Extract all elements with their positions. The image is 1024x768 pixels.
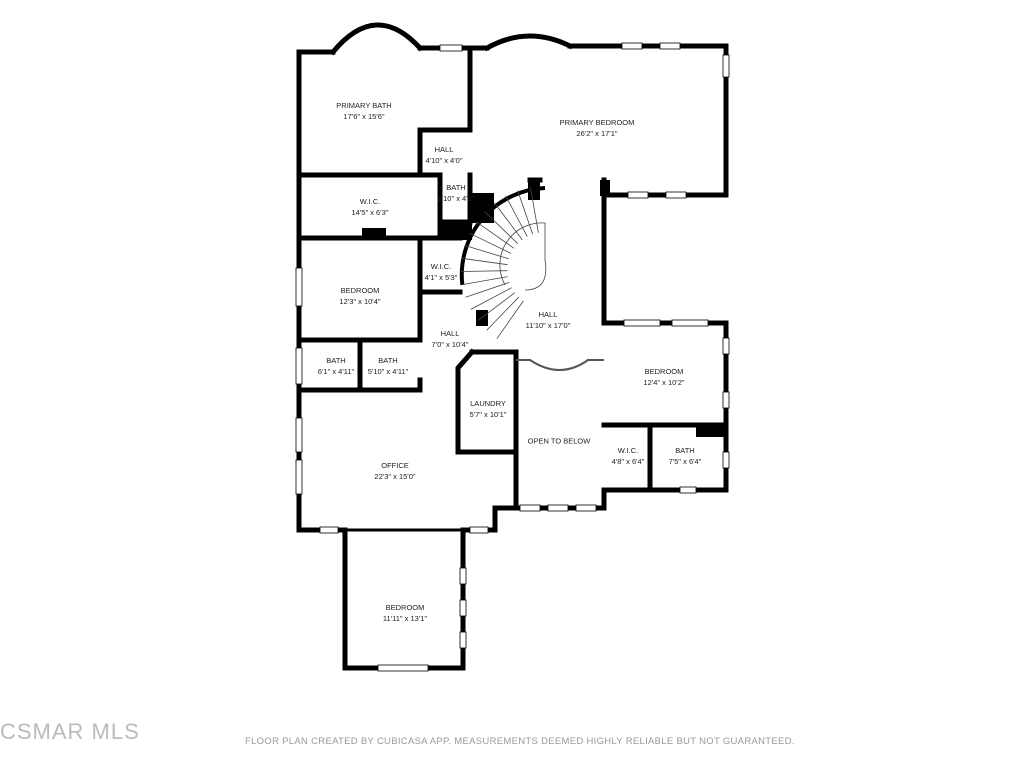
- room-size: 12'4" x 10'2": [643, 378, 685, 387]
- spiral-staircase: [459, 186, 547, 340]
- room-name: BATH: [446, 183, 466, 192]
- room-size: 11'10" x 17'0": [525, 321, 571, 330]
- stair-tread: [470, 287, 512, 310]
- room-name: LAUNDRY: [470, 399, 506, 408]
- room-label: W.I.C. 14'5" x 6'3": [352, 196, 389, 218]
- room-label: BEDROOM 11'11" x 13'1": [383, 602, 427, 624]
- room-label: PRIMARY BEDROOM 26'2" x 17'1": [560, 117, 635, 139]
- room-name: W.I.C.: [430, 262, 452, 271]
- stair-tread: [469, 232, 512, 254]
- room-label: BEDROOM 12'3" x 10'4": [339, 285, 380, 307]
- room-label: BATH 7'5" x 6'4": [669, 445, 702, 467]
- stair-tread: [505, 195, 528, 237]
- room-size: 26'2" x 17'1": [576, 129, 618, 138]
- room-size: 17'6" x 15'6": [343, 112, 385, 121]
- room-name: OPEN TO BELOW: [527, 436, 591, 446]
- room-label: BEDROOM 12'4" x 10'2": [643, 366, 684, 388]
- room-name: BEDROOM: [644, 367, 684, 376]
- room-name: W.I.C.: [617, 446, 639, 455]
- room-name: HALL: [538, 310, 558, 319]
- room-size: 11'11" x 13'1": [382, 614, 428, 623]
- stair-tread: [462, 276, 508, 285]
- footer-disclaimer: FLOOR PLAN CREATED BY CUBICASA APP. MEAS…: [245, 736, 795, 747]
- stair-tread: [475, 221, 515, 249]
- stair-tread: [484, 211, 519, 244]
- room-label: OPEN TO BELOW: [528, 436, 591, 447]
- room-name: BATH: [675, 446, 695, 455]
- room-size: 22'3" x 15'0": [374, 472, 416, 481]
- stair-tread: [530, 187, 539, 233]
- room-label: BATH 6'1" x 4'11": [318, 355, 354, 377]
- room-size: 5'7" x 10'1": [469, 410, 507, 419]
- room-name: BATH: [326, 356, 346, 365]
- stair-tread: [517, 190, 534, 235]
- room-label: HALL 7'0" x 10'4": [432, 328, 469, 350]
- room-name: BATH: [378, 356, 398, 365]
- stair-tread: [486, 296, 519, 331]
- balcony-rail: [516, 359, 604, 371]
- room-size: 6'1" x 4'11": [317, 367, 355, 376]
- room-label: HALL 4'10" x 4'0": [426, 144, 463, 166]
- room-label: BATH 2'10" x 4'1": [438, 182, 475, 204]
- watermark-logo: CSMAR MLS: [0, 719, 140, 744]
- room-label: W.I.C. 4'8" x 6'4": [612, 445, 645, 467]
- room-size: 7'5" x 6'4": [668, 457, 702, 466]
- stair-tread: [460, 270, 508, 272]
- stair-tread: [496, 300, 524, 340]
- room-size: 7'0" x 10'4": [431, 340, 469, 349]
- stair-tread: [464, 245, 510, 260]
- room-size: 5'10" x 4'11": [367, 367, 409, 376]
- room-size: 4'1" x 5'3": [424, 273, 458, 282]
- room-label: BATH 5'10" x 4'11": [368, 355, 409, 377]
- room-size: 12'3" x 10'4": [339, 297, 381, 306]
- room-name: BEDROOM: [385, 603, 425, 612]
- room-label: PRIMARY BATH 17'6" x 15'6": [336, 100, 391, 122]
- stair-tread: [494, 202, 523, 241]
- room-label: LAUNDRY 5'7" x 10'1": [470, 398, 507, 420]
- room-size: 2'10" x 4'1": [437, 194, 475, 203]
- room-label: W.I.C. 4'1" x 5'3": [425, 261, 458, 283]
- room-name: PRIMARY BEDROOM: [559, 118, 635, 127]
- stair-tread: [461, 257, 508, 266]
- stair-tread: [465, 281, 510, 298]
- room-size: 14'5" x 6'3": [351, 208, 389, 217]
- stair-tread: [477, 292, 516, 321]
- room-name: HALL: [434, 145, 454, 154]
- room-size: 4'8" x 6'4": [611, 457, 645, 466]
- room-label: HALL 11'10" x 17'0": [526, 309, 571, 331]
- room-name: OFFICE: [381, 461, 409, 470]
- room-name: BEDROOM: [340, 286, 380, 295]
- room-label: OFFICE 22'3" x 15'0": [374, 460, 415, 482]
- room-name: PRIMARY BATH: [336, 101, 392, 110]
- room-name: W.I.C.: [359, 197, 381, 206]
- room-size: 4'10" x 4'0": [425, 156, 463, 165]
- room-name: HALL: [440, 329, 460, 338]
